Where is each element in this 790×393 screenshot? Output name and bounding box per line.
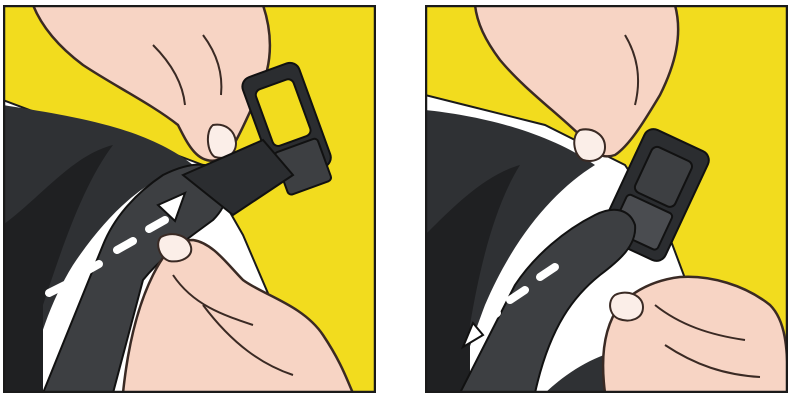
- step-1-illustration: [3, 5, 376, 393]
- step-2-panel: [425, 5, 788, 393]
- bottom-thumbnail: [158, 234, 191, 261]
- bottom-thumbnail: [610, 293, 643, 321]
- top-thumbnail: [574, 129, 605, 161]
- step-1-panel: [3, 5, 376, 393]
- step-2-illustration: [425, 5, 788, 393]
